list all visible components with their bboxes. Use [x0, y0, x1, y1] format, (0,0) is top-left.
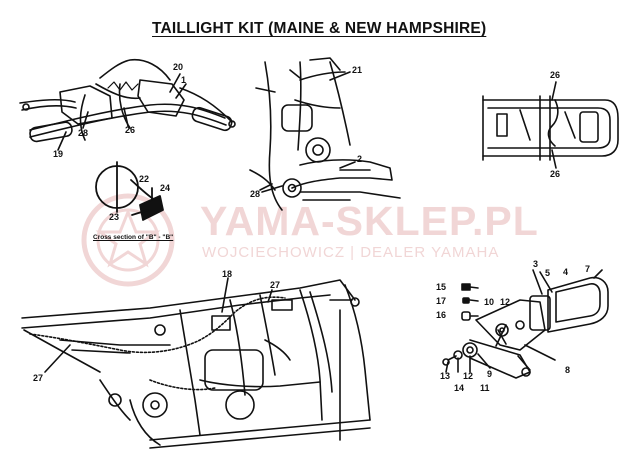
callout-label: 4	[563, 267, 569, 277]
callout-label: 15	[436, 282, 447, 292]
callout-label: 5	[545, 268, 551, 278]
watermark-logo	[81, 193, 175, 287]
callout-label: 7	[585, 264, 591, 274]
callout-label: 21	[352, 65, 363, 75]
callout-label: 16	[436, 310, 447, 320]
section-caption: Cross section of "B" - "B"	[93, 234, 174, 241]
callout-label: 3	[533, 259, 539, 269]
callout-label: 27	[270, 280, 281, 290]
callout-label: 12	[500, 297, 511, 307]
callout-label: 14	[454, 383, 465, 393]
callout-label: 24	[160, 183, 171, 193]
callout-label: 26	[550, 169, 561, 179]
callout-label: 17	[436, 296, 447, 306]
callout-label: 1	[181, 75, 187, 85]
callout-label: 19	[53, 149, 64, 159]
callout-label: 13	[440, 371, 451, 381]
callout-label: 28	[250, 189, 261, 199]
page-title: TAILLIGHT KIT (MAINE & NEW HAMPSHIRE)	[152, 20, 487, 37]
callout-label: 18	[222, 269, 233, 279]
callout-label: 20	[173, 62, 184, 72]
callout-label: 22	[139, 174, 150, 184]
callout-label: 9	[487, 369, 493, 379]
callout-label: 26	[125, 125, 136, 135]
watermark-subtext: WOJCIECHOWICZ | DEALER YAMAHA	[202, 244, 500, 261]
callout-label: 10	[484, 297, 495, 307]
callout-label: 26	[550, 70, 561, 80]
callout-label: 12	[463, 371, 474, 381]
watermark-text: YAMA-SKLEP.PL	[200, 198, 539, 244]
callout-label: 8	[565, 365, 571, 375]
callout-label: 2	[357, 154, 363, 164]
callout-label: 11	[480, 383, 490, 393]
callout-label: 23	[109, 212, 120, 222]
callout-label: 27	[33, 373, 44, 383]
callout-label: 28	[78, 128, 89, 138]
